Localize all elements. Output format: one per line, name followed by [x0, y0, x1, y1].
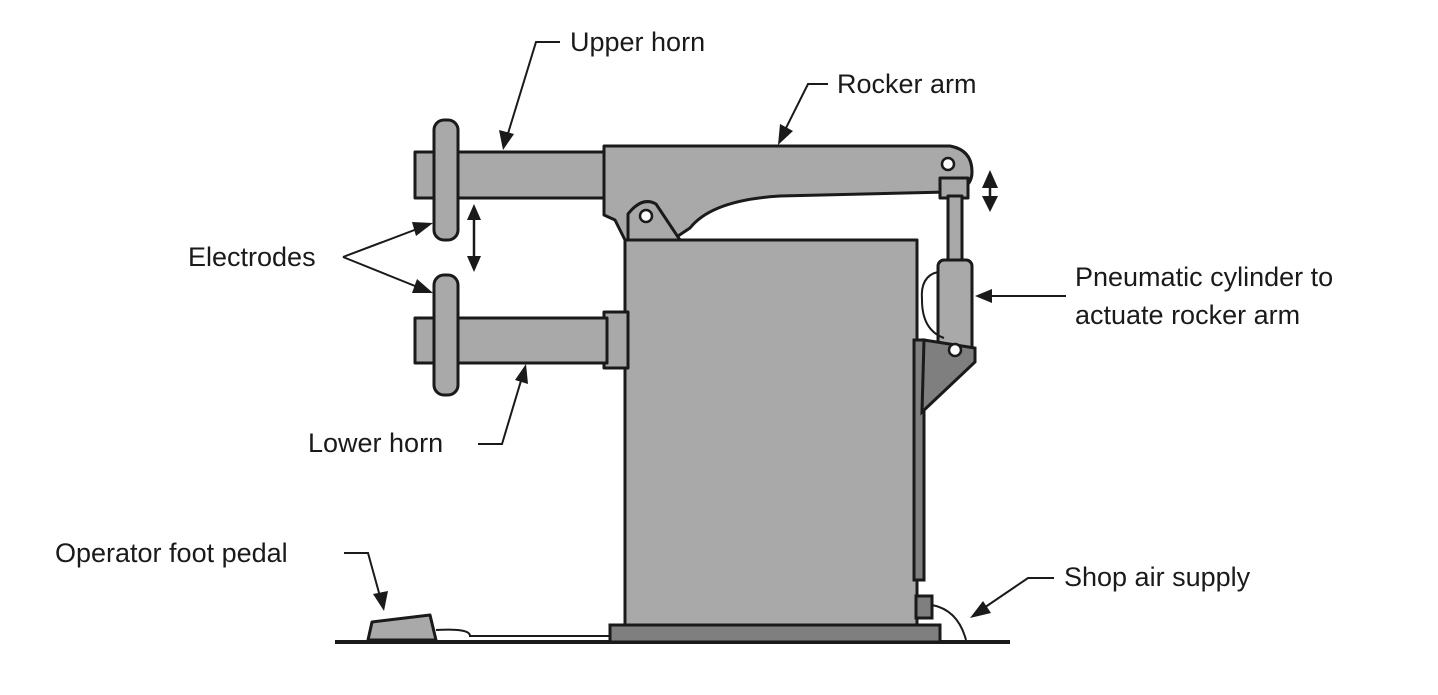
pneumatic-leader [975, 289, 1066, 303]
label-upper-horn: Upper horn [570, 27, 705, 57]
upper-electrode [432, 118, 460, 242]
rocker-end-pin [940, 156, 956, 172]
label-rocker-arm: Rocker arm [837, 69, 977, 99]
label-air-supply: Shop air supply [1064, 562, 1251, 592]
label-lower-horn: Lower horn [308, 428, 443, 458]
foot-pedal-leader [344, 552, 388, 611]
air-supply-leader [970, 577, 1054, 618]
foot-pedal [366, 613, 610, 642]
electrode-motion-arrow [467, 204, 481, 272]
piston-rod [946, 194, 964, 264]
machine-body [623, 238, 919, 627]
label-pneumatic-line2: actuate rocker arm [1075, 300, 1300, 330]
lower-horn-leader [478, 364, 528, 445]
air-supply-hose [914, 594, 967, 641]
base-plate [608, 623, 942, 644]
rocker-motion-arrow [982, 170, 998, 212]
label-foot-pedal: Operator foot pedal [55, 538, 288, 568]
rocker-pivot [638, 208, 654, 224]
rocker-arm-leader [778, 83, 828, 145]
cylinder-mount-pin [947, 342, 963, 358]
label-pneumatic-line1: Pneumatic cylinder to [1075, 262, 1333, 292]
cylinder-port-line [920, 271, 945, 339]
lower-electrode [432, 273, 460, 397]
electrodes-leader [342, 222, 433, 293]
rear-plate [912, 338, 926, 582]
upper-horn-leader [499, 41, 560, 150]
label-electrodes: Electrodes [188, 242, 316, 272]
